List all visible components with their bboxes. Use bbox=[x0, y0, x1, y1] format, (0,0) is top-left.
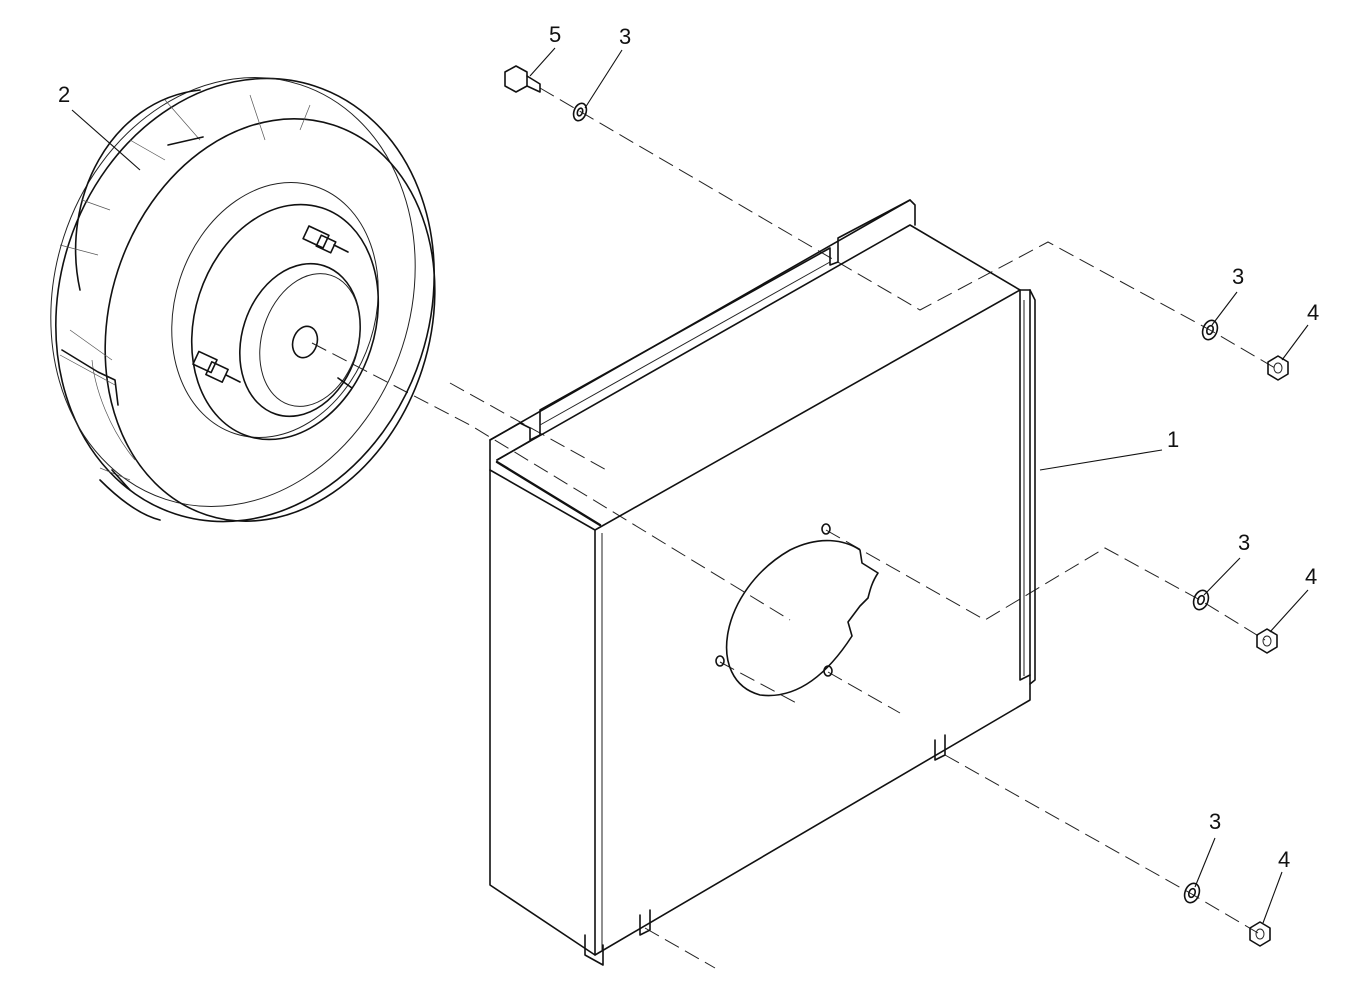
washer-top bbox=[572, 102, 588, 122]
callout-3-washer-right-upper: 3 bbox=[1232, 264, 1244, 289]
assembly-centerlines bbox=[311, 87, 1276, 969]
fan-housing-panel bbox=[489, 199, 1036, 966]
hex-nut-lower bbox=[1249, 921, 1271, 947]
blower-impeller bbox=[50, 76, 436, 523]
callout-3-washer-right-lower: 3 bbox=[1209, 809, 1221, 834]
callout-leader-lines bbox=[71, 47, 1309, 924]
callout-4-nut-right-middle: 4 bbox=[1305, 564, 1317, 589]
callout-4-nut-right-lower: 4 bbox=[1278, 847, 1290, 872]
motor-mount-stud-upper bbox=[302, 225, 349, 254]
callout-3-washer-right-middle: 3 bbox=[1238, 530, 1250, 555]
motor-mount-stud-lower bbox=[192, 350, 241, 383]
washer-right-lower bbox=[1183, 882, 1201, 904]
callout-2-impeller: 2 bbox=[58, 82, 70, 107]
hex-nut-middle bbox=[1256, 628, 1278, 654]
washer-right-upper bbox=[1201, 319, 1219, 341]
callout-1-housing: 1 bbox=[1167, 427, 1179, 452]
callout-4-nut-right-upper: 4 bbox=[1307, 300, 1319, 325]
hex-bolt bbox=[504, 65, 541, 93]
hex-nut-upper bbox=[1267, 355, 1289, 381]
callout-5-bolt: 5 bbox=[549, 22, 561, 47]
callout-3-washer-top: 3 bbox=[619, 24, 631, 49]
washer-right-middle bbox=[1192, 589, 1210, 611]
